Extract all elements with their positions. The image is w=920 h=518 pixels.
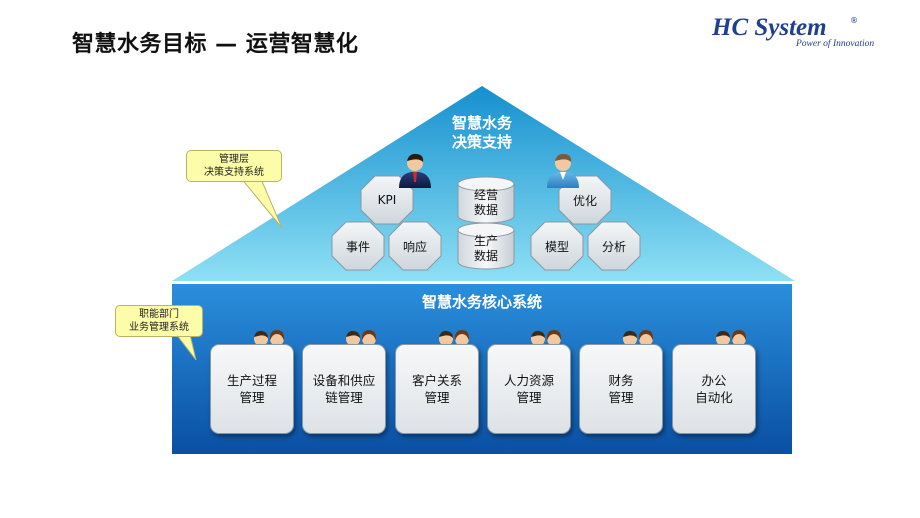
module-customer-relations: 客户关系 管理 <box>395 344 479 434</box>
core-system-title: 智慧水务核心系统 <box>421 293 542 311</box>
node-analysis: 分析 <box>601 239 626 254</box>
page-title: 智慧水务目标 — 运营智慧化 <box>72 32 359 57</box>
module-equipment-supply-chain: 设备和供应 链管理 <box>302 344 386 434</box>
logo-tagline: Power of Innovation <box>796 39 875 49</box>
module-finance: 财务 管理 <box>579 344 663 434</box>
roof-title: 智慧水务 决策支持 <box>451 114 512 151</box>
node-kpi: KPI <box>377 193 397 207</box>
callout-functional-departments: 职能部门 业务管理系统 <box>115 305 203 337</box>
node-model: 模型 <box>544 239 569 254</box>
node-optimize: 优化 <box>572 193 597 208</box>
module-office-automation: 办公 自动化 <box>672 344 756 434</box>
hc-system-logo: HC System ® Power of Innovation <box>712 14 892 54</box>
data-store-business: 经营 数据 <box>473 188 498 217</box>
octagon-event <box>331 221 385 271</box>
manager-person-icon <box>399 153 431 188</box>
data-store-production: 生产 数据 <box>473 234 498 263</box>
module-production-process: 生产过程 管理 <box>210 344 294 434</box>
cylinder-production-data <box>457 222 515 270</box>
cylinder-business-data <box>457 176 515 224</box>
analyst-person-icon <box>547 153 579 188</box>
octagon-model <box>530 221 584 271</box>
logo-main-text: HC System <box>712 14 827 41</box>
octagon-response <box>388 221 442 271</box>
module-human-resources: 人力资源 管理 <box>487 344 571 434</box>
octagon-analysis <box>587 221 641 271</box>
callout-management-decision: 管理层 决策支持系统 <box>186 150 282 182</box>
logo-registered-mark: ® <box>850 16 858 25</box>
node-response: 响应 <box>402 239 427 254</box>
node-event: 事件 <box>345 239 370 254</box>
